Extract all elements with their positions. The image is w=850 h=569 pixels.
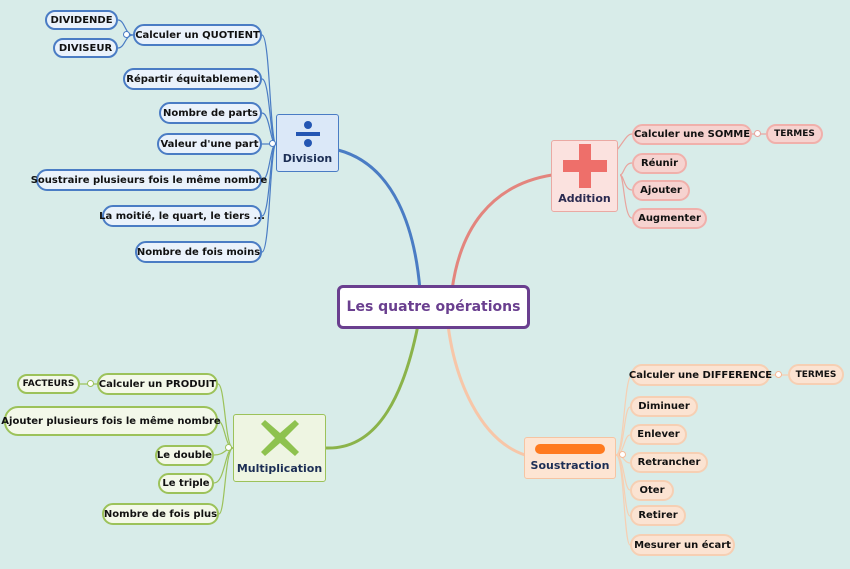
multiplication-item[interactable]: Ajouter plusieurs fois le même nombre	[1, 406, 221, 436]
node-label: Nombre de fois moins	[136, 246, 261, 258]
division-item[interactable]: Nombre de fois moins	[135, 241, 262, 263]
node-label: Augmenter	[638, 213, 701, 224]
soustraction-item[interactable]: Enlever	[630, 424, 687, 445]
produit-collapse-knob[interactable]	[87, 380, 94, 387]
soustraction-subitem[interactable]: TERMES	[788, 364, 844, 385]
addition-item[interactable]: Réunir	[632, 153, 687, 174]
division-item[interactable]: Nombre de parts	[159, 102, 262, 124]
quotient-collapse-knob[interactable]	[123, 31, 130, 38]
node-label: Le double	[156, 450, 213, 461]
central-topic-label: Les quatre opérations	[346, 299, 521, 315]
multiplication-subitem[interactable]: FACTEURS	[17, 374, 80, 394]
node-label: Oter	[639, 485, 665, 496]
addition-subitem[interactable]: TERMES	[766, 124, 823, 144]
node-label: DIVISEUR	[58, 42, 113, 54]
multiplication-topic[interactable]: Multiplication	[233, 414, 326, 482]
soustraction-item[interactable]: Retirer	[630, 505, 686, 526]
node-label: Retirer	[638, 510, 678, 521]
soustraction-collapse-knob[interactable]	[619, 451, 626, 458]
multiplication-item[interactable]: Le triple	[158, 473, 214, 494]
soustraction-label: Soustraction	[530, 459, 610, 472]
soustraction-topic[interactable]: Soustraction	[524, 437, 616, 479]
multiplication-collapse-knob[interactable]	[225, 444, 232, 451]
division-item[interactable]: La moitié, le quart, le tiers ...	[99, 205, 265, 227]
addition-item[interactable]: Augmenter	[632, 208, 707, 229]
node-label: TERMES	[795, 369, 837, 380]
division-item[interactable]: Calculer un QUOTIENT	[133, 24, 262, 46]
node-label: Ajouter plusieurs fois le même nombre	[1, 415, 221, 427]
node-label: Nombre de fois plus	[103, 508, 218, 520]
plus-icon	[562, 144, 607, 188]
soustraction-item[interactable]: Retrancher	[630, 452, 708, 473]
node-label: Le triple	[162, 478, 210, 489]
divide-icon	[295, 121, 320, 147]
division-topic[interactable]: Division	[276, 114, 339, 172]
node-label: Enlever	[637, 429, 680, 440]
times-icon	[260, 420, 299, 456]
multiplication-label: Multiplication	[236, 462, 323, 475]
difference-collapse-knob[interactable]	[775, 371, 782, 378]
division-collapse-knob[interactable]	[269, 140, 276, 147]
node-label: Mesurer un écart	[634, 539, 731, 551]
addition-label: Addition	[558, 192, 611, 205]
node-label: Calculer un PRODUIT	[98, 378, 217, 390]
somme-collapse-knob[interactable]	[754, 130, 761, 137]
node-label: Ajouter	[640, 185, 682, 196]
node-label: Diminuer	[638, 401, 690, 412]
node-label: Calculer un QUOTIENT	[135, 29, 260, 41]
node-label: Répartir équitablement	[126, 73, 259, 85]
multiplication-item[interactable]: Calculer un PRODUIT	[97, 373, 218, 395]
node-label: Valeur d'une part	[160, 138, 259, 150]
division-item[interactable]: Répartir équitablement	[123, 68, 262, 90]
addition-item[interactable]: Ajouter	[632, 180, 690, 201]
division-item[interactable]: Soustraire plusieurs fois le même nombre	[31, 169, 267, 191]
node-label: Retrancher	[637, 457, 701, 468]
addition-topic[interactable]: Addition	[551, 140, 618, 212]
division-subitem[interactable]: DIVIDENDE	[45, 10, 118, 30]
addition-item[interactable]: Calculer une SOMME	[632, 124, 752, 145]
node-label: La moitié, le quart, le tiers ...	[99, 210, 265, 222]
node-label: Calculer une DIFFERENCE	[628, 369, 773, 381]
minus-icon	[535, 444, 605, 454]
soustraction-item[interactable]: Diminuer	[630, 396, 698, 417]
node-label: Soustraire plusieurs fois le même nombre	[30, 174, 268, 186]
multiplication-item[interactable]: Nombre de fois plus	[102, 503, 219, 525]
division-subitem[interactable]: DIVISEUR	[53, 38, 118, 58]
node-label: Nombre de parts	[162, 107, 258, 119]
node-label: Réunir	[640, 158, 679, 169]
soustraction-item[interactable]: Mesurer un écart	[630, 534, 735, 556]
node-label: Calculer une SOMME	[633, 129, 751, 140]
multiplication-item[interactable]: Le double	[155, 445, 214, 466]
node-label: DIVIDENDE	[50, 14, 113, 26]
division-label: Division	[282, 152, 333, 165]
node-label: TERMES	[774, 129, 815, 139]
division-item[interactable]: Valeur d'une part	[157, 133, 262, 155]
node-label: FACTEURS	[22, 379, 75, 389]
central-topic[interactable]: Les quatre opérations	[337, 285, 530, 329]
soustraction-item[interactable]: Calculer une DIFFERENCE	[628, 364, 773, 386]
soustraction-item[interactable]: Oter	[630, 480, 674, 501]
